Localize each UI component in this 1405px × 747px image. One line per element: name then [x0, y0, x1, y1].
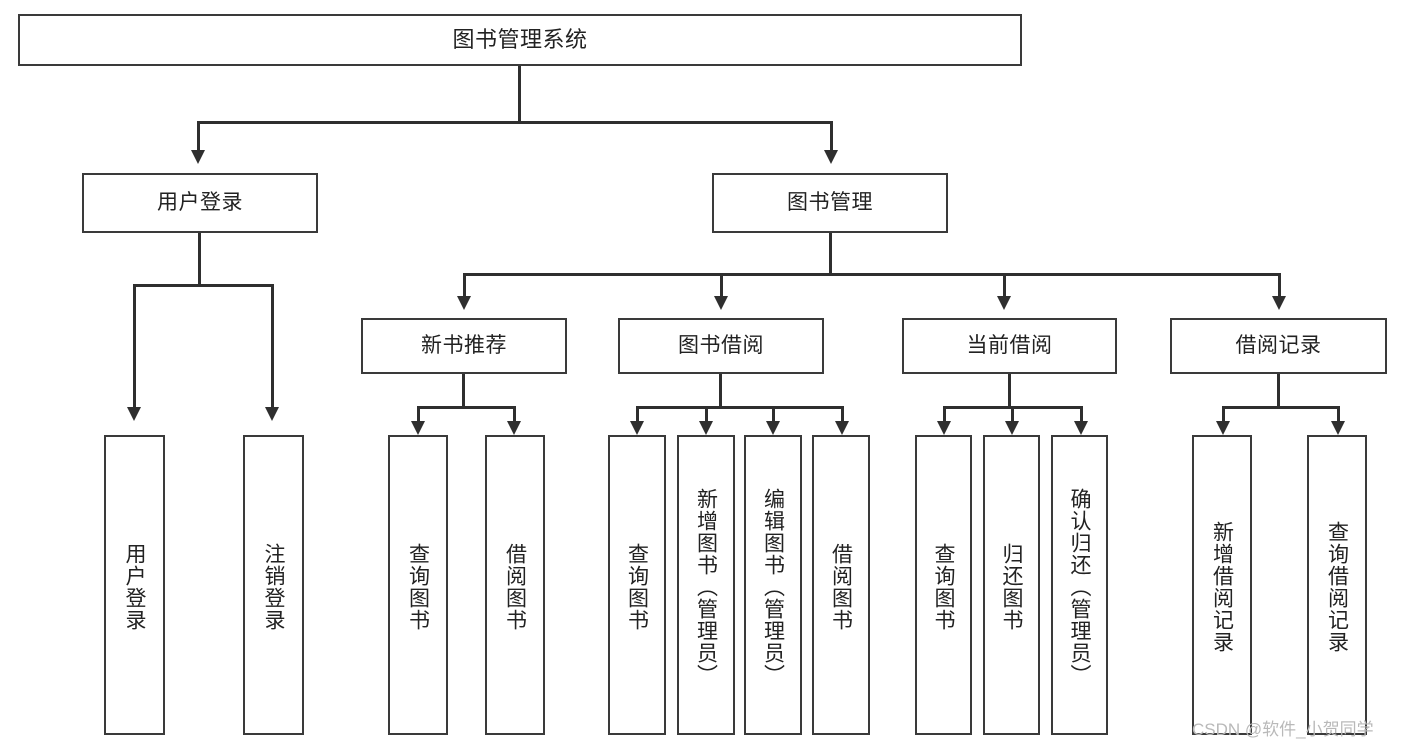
arrow-nb-leaf-1 — [411, 421, 425, 435]
arrow-bb-leaf-1 — [630, 421, 644, 435]
node-book-borrow[interactable]: 图书借阅 — [618, 318, 824, 374]
node-label: 查询图书 — [625, 543, 649, 631]
node-current-borrow[interactable]: 当前借阅 — [902, 318, 1117, 374]
connector-root-bus — [197, 121, 833, 124]
connector-drop-br-2 — [1337, 406, 1340, 423]
arrow-br-leaf-2 — [1331, 421, 1345, 435]
node-root-library-system[interactable]: 图书管理系统 — [18, 14, 1022, 66]
connector-stem-book-manage — [829, 233, 832, 275]
connector-drop-bb-1 — [636, 406, 639, 423]
arrow-book-borrow — [714, 296, 728, 310]
connector-drop-login-1 — [133, 284, 136, 408]
connector-bus-new-book — [417, 406, 515, 409]
connector-bus-user-login — [133, 284, 272, 287]
node-label: 图书借阅 — [678, 334, 764, 358]
leaf-cb-query-book[interactable]: 查询图书 — [915, 435, 972, 735]
node-label: 查询图书 — [932, 543, 955, 631]
connector-stem-borrow-record — [1277, 374, 1280, 408]
arrow-cb-leaf-3 — [1074, 421, 1088, 435]
leaf-cb-confirm-return-admin[interactable]: 确认归还（管理员） — [1051, 435, 1108, 735]
arrow-login-leaf-1 — [127, 407, 141, 421]
node-borrow-record[interactable]: 借阅记录 — [1170, 318, 1387, 374]
node-user-login[interactable]: 用户登录 — [82, 173, 318, 233]
node-label: 查询借阅记录 — [1325, 521, 1349, 653]
watermark-csdn: CSDN @软件_小贺同学 — [1192, 720, 1374, 739]
node-label: 借阅图书 — [503, 543, 527, 631]
arrow-nb-leaf-2 — [507, 421, 521, 435]
leaf-logout[interactable]: 注销登录 — [243, 435, 304, 735]
leaf-br-add-record[interactable]: 新增借阅记录 — [1192, 435, 1252, 735]
node-label: 当前借阅 — [966, 334, 1053, 358]
connector-stem-book-borrow — [719, 374, 722, 408]
leaf-cb-return-book[interactable]: 归还图书 — [983, 435, 1040, 735]
arrow-borrow-record — [1272, 296, 1286, 310]
arrow-user-login — [191, 150, 205, 164]
arrow-bb-leaf-2 — [699, 421, 713, 435]
connector-stem-new-book — [462, 374, 465, 408]
connector-drop-bb-4 — [841, 406, 844, 423]
connector-drop-nb-2 — [513, 406, 516, 423]
node-label: 图书管理系统 — [452, 26, 588, 52]
leaf-bb-query-book[interactable]: 查询图书 — [608, 435, 666, 735]
arrow-bb-leaf-4 — [835, 421, 849, 435]
arrow-book-manage — [824, 150, 838, 164]
leaf-bb-edit-book-admin[interactable]: 编辑图书（管理员） — [744, 435, 802, 735]
leaf-bb-borrow-book[interactable]: 借阅图书 — [812, 435, 870, 735]
leaf-bb-add-book-admin[interactable]: 新增图书（管理员） — [677, 435, 735, 735]
node-label: 借阅记录 — [1235, 334, 1322, 358]
connector-drop-cb-2 — [1011, 406, 1014, 423]
connector-bus-book-manage — [463, 273, 1280, 276]
arrow-current-borrow — [997, 296, 1011, 310]
connector-drop-l3-3 — [1003, 273, 1006, 297]
node-book-management[interactable]: 图书管理 — [712, 173, 948, 233]
connector-root-stem — [518, 66, 521, 122]
arrow-new-book-recommend — [457, 296, 471, 310]
connector-drop-bb-2 — [705, 406, 708, 423]
node-label: 用户登录 — [123, 543, 146, 631]
connector-drop-l3-2 — [720, 273, 723, 297]
leaf-br-query-record[interactable]: 查询借阅记录 — [1307, 435, 1367, 735]
connector-drop-br-1 — [1222, 406, 1225, 423]
connector-stem-current-borrow — [1008, 374, 1011, 408]
arrow-br-leaf-1 — [1216, 421, 1230, 435]
arrow-bb-leaf-3 — [766, 421, 780, 435]
node-label: 归还图书 — [1000, 543, 1023, 631]
leaf-nb-query-book[interactable]: 查询图书 — [388, 435, 448, 735]
connector-drop-bb-3 — [772, 406, 775, 423]
connector-drop-l3-1 — [463, 273, 466, 297]
connector-bus-book-borrow — [636, 406, 842, 409]
connector-drop-book-manage — [830, 121, 833, 151]
leaf-user-login[interactable]: 用户登录 — [104, 435, 165, 735]
node-label: 新增图书（管理员） — [694, 488, 718, 686]
leaf-nb-borrow-book[interactable]: 借阅图书 — [485, 435, 545, 735]
connector-drop-nb-1 — [417, 406, 420, 423]
connector-bus-borrow-record — [1222, 406, 1338, 409]
node-label: 新增借阅记录 — [1210, 521, 1234, 653]
arrow-cb-leaf-2 — [1005, 421, 1019, 435]
node-label: 借阅图书 — [829, 543, 853, 631]
arrow-login-leaf-2 — [265, 407, 279, 421]
arrow-cb-leaf-1 — [937, 421, 951, 435]
connector-stem-user-login — [198, 233, 201, 286]
connector-drop-cb-3 — [1080, 406, 1083, 423]
node-label: 图书管理 — [787, 191, 873, 215]
connector-drop-user-login — [197, 121, 200, 151]
connector-drop-cb-1 — [943, 406, 946, 423]
node-label: 用户登录 — [157, 191, 243, 215]
node-label: 注销登录 — [262, 543, 285, 631]
connector-drop-login-2 — [271, 284, 274, 408]
node-label: 编辑图书（管理员） — [761, 488, 785, 686]
node-label: 查询图书 — [406, 543, 430, 631]
connector-drop-l3-4 — [1278, 273, 1281, 297]
node-new-book-recommend[interactable]: 新书推荐 — [361, 318, 567, 374]
node-label: 新书推荐 — [421, 334, 507, 358]
node-label: 确认归还（管理员） — [1068, 488, 1091, 686]
